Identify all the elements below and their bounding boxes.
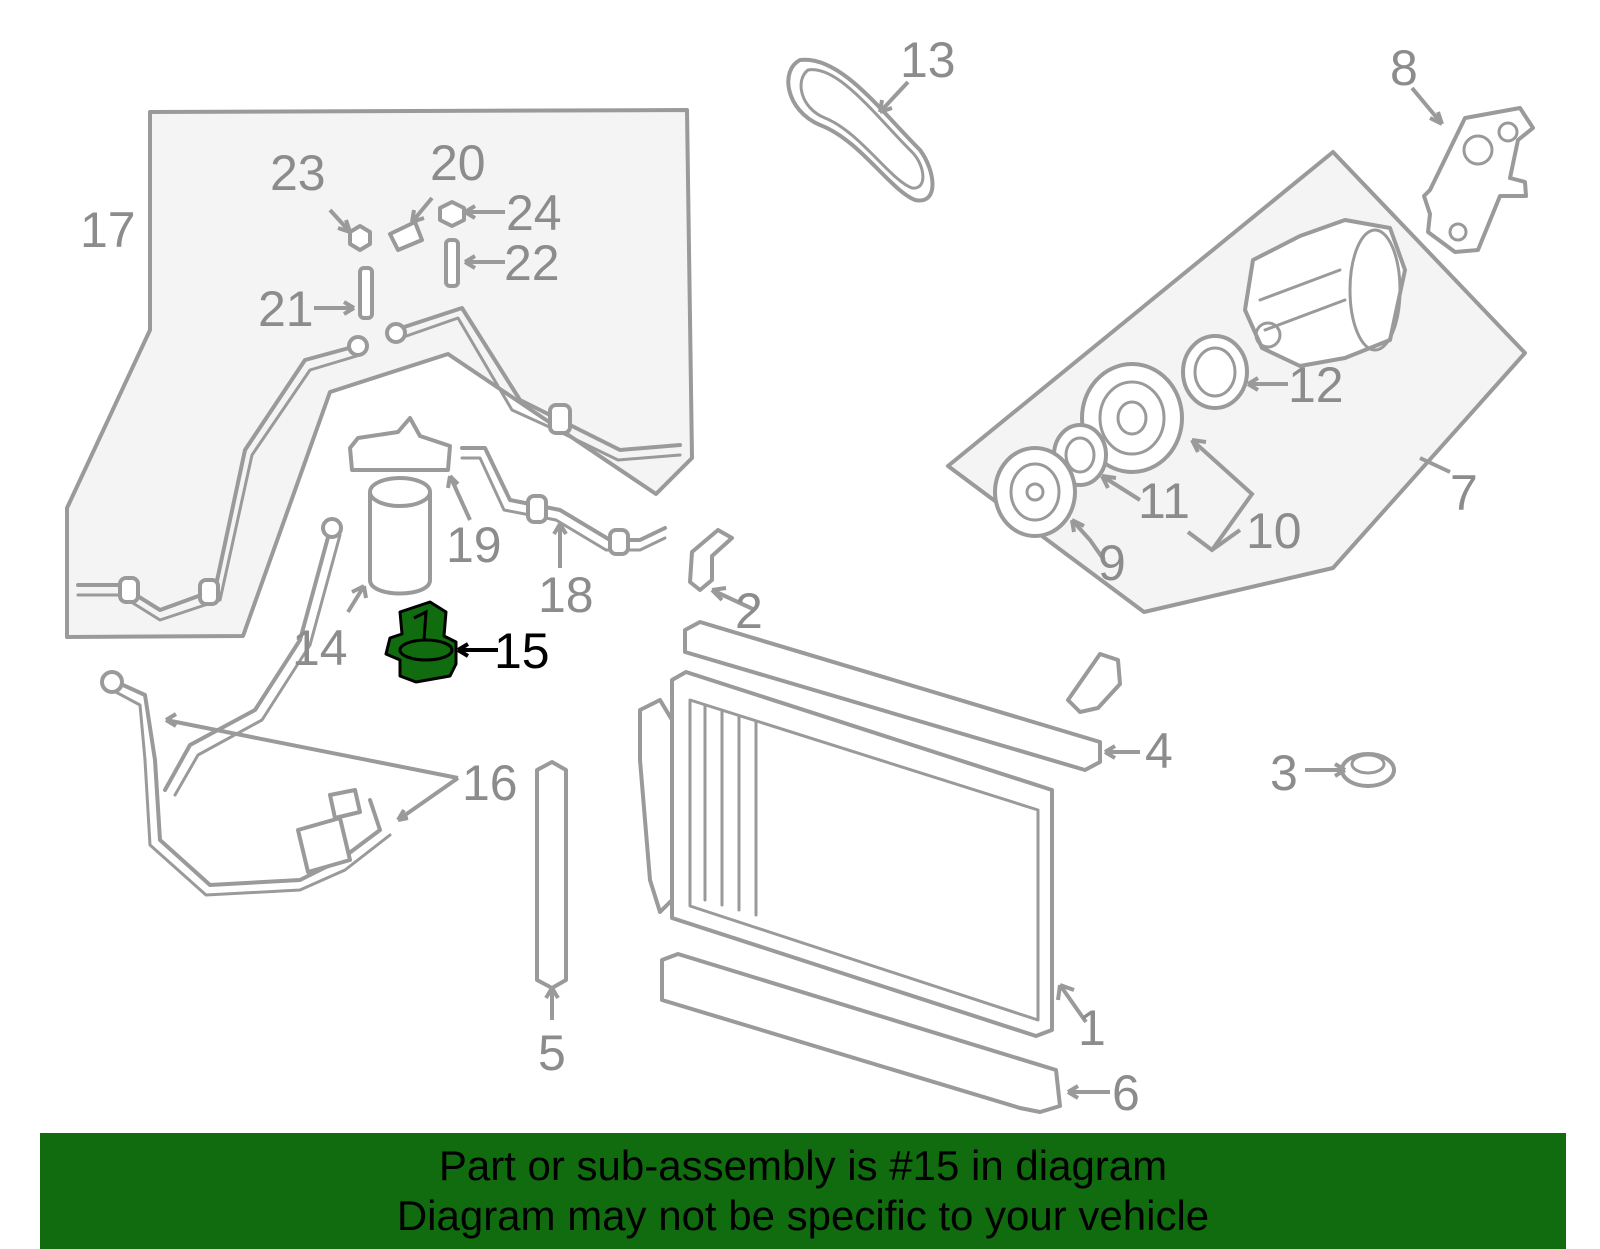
pulley-10 [1080,362,1184,474]
bracket-8 [1422,106,1535,254]
callout-7: 7 [1450,465,1478,521]
callout-labels: 1 2 3 4 5 6 7 8 9 10 11 12 13 14 15 16 1… [80,32,1478,1121]
callout-14: 14 [292,620,348,676]
bracket-2 [688,528,734,592]
hose-line-16 [110,678,382,887]
callout-12: 12 [1288,357,1344,413]
callout-11: 11 [1138,473,1190,529]
callout-16: 16 [462,755,518,811]
callout-15: 15 [494,623,550,679]
bracket-4 [1066,652,1122,714]
seal-4 [683,620,1102,772]
callout-3: 3 [1270,745,1298,801]
callout-13: 13 [900,32,956,88]
kit-panel-17 [65,108,694,639]
seal-6 [660,952,1062,1114]
belt-13 [786,57,935,203]
clutch-hub-9 [993,446,1077,538]
callout-9: 9 [1098,535,1126,591]
callout-18: 18 [538,567,594,623]
receiver-drier-14 [348,416,452,596]
clutch-coil-12 [1181,334,1249,410]
fittings [347,200,466,357]
info-banner: Part or sub-assembly is #15 in diagram D… [40,1133,1566,1249]
hose-18-19 [460,446,667,542]
callout-10: 10 [1246,503,1302,559]
callout-4: 4 [1145,723,1173,779]
compressor-7 [1243,218,1407,368]
callout-8: 8 [1390,40,1418,96]
callout-22: 22 [504,235,560,291]
callout-2: 2 [735,583,763,639]
callout-19: 19 [446,517,502,573]
callout-1: 1 [1078,1000,1106,1056]
callout-21: 21 [258,281,314,337]
callout-17: 17 [80,202,136,258]
leader-lines [148,80,1451,1100]
banner-line-2: Diagram may not be specific to your vehi… [396,1192,1210,1239]
condenser-1 [638,670,1054,1038]
callout-6: 6 [1112,1065,1140,1121]
callout-20: 20 [430,135,486,191]
plug-3 [1340,752,1396,788]
callout-23: 23 [270,145,326,201]
banner-line-1: Part or sub-assembly is #15 in diagram [438,1142,1168,1189]
bracket-15-highlight[interactable] [384,600,458,684]
callout-24: 24 [506,185,562,241]
seal-5 [535,760,568,990]
hose-line-17b [393,306,682,452]
callout-5: 5 [538,1025,566,1081]
